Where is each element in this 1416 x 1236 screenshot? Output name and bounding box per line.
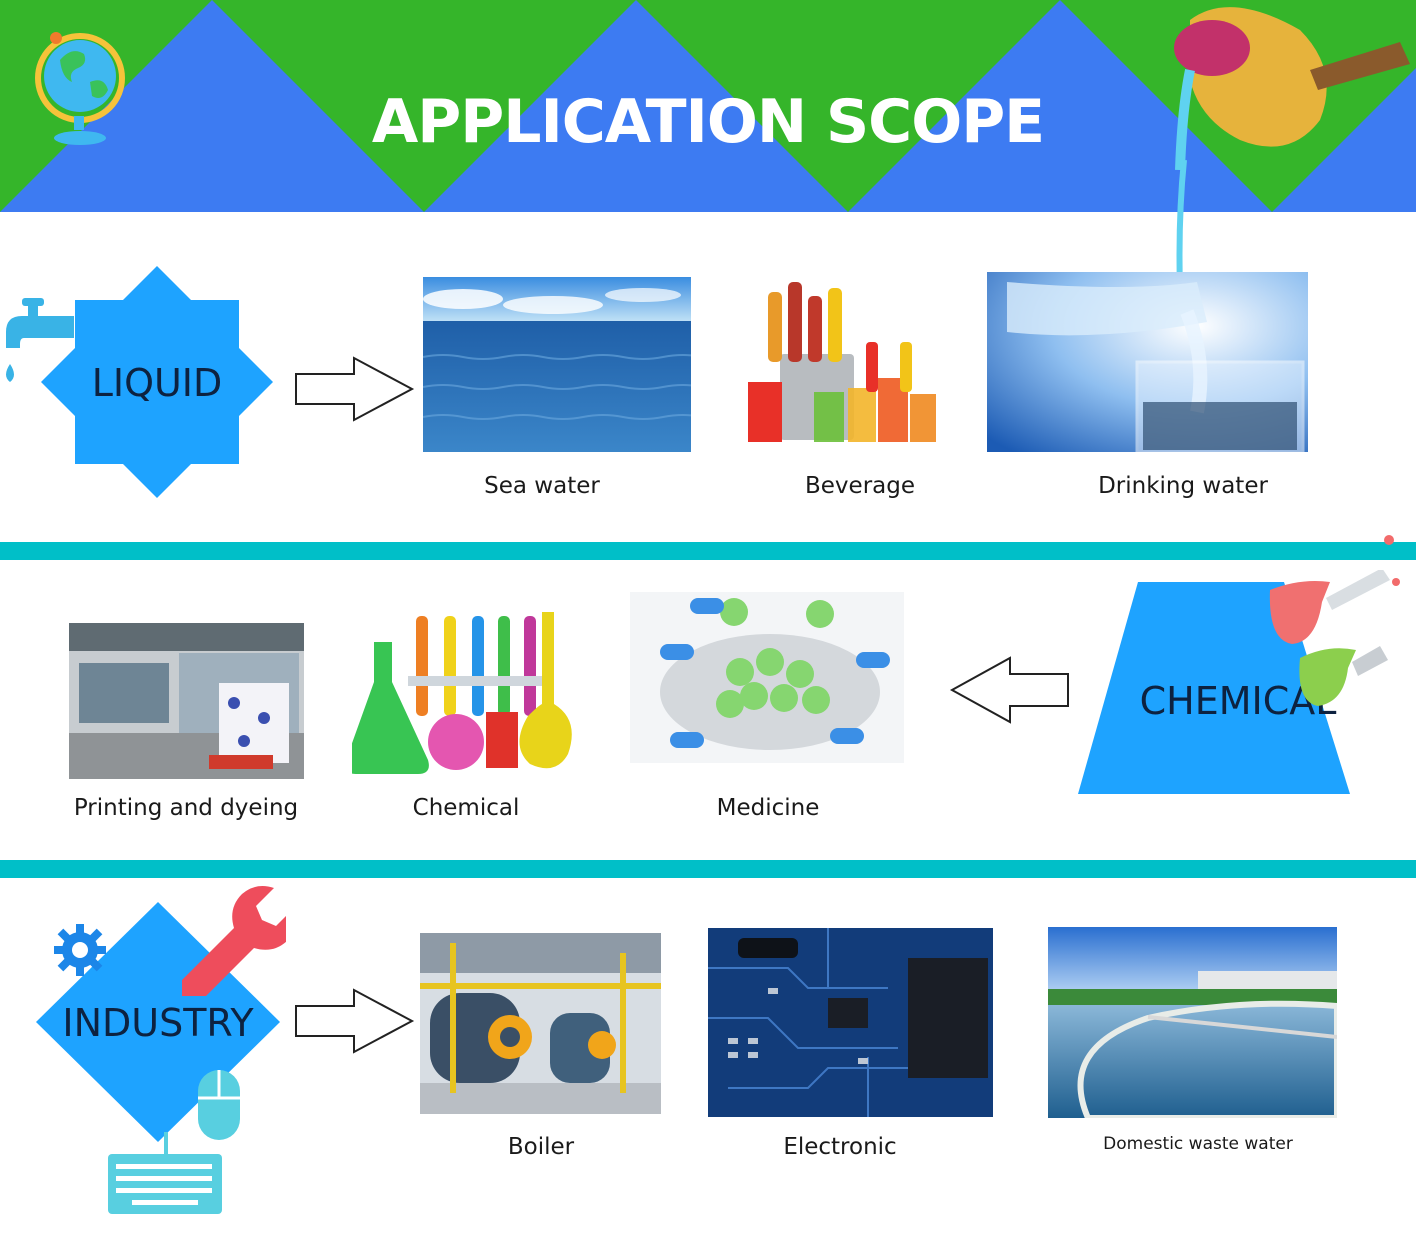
category-liquid: LIQUID xyxy=(0,262,290,502)
dot-decoration xyxy=(1384,535,1394,545)
caption-printing-dyeing: Printing and dyeing xyxy=(73,795,299,821)
sea-water-photo xyxy=(423,277,691,452)
caption-medicine: Medicine xyxy=(716,795,820,821)
pouring-jug-icon xyxy=(1174,7,1410,170)
category-industry: INDUSTRY xyxy=(30,880,290,1220)
category-chemical: CHEMICAL xyxy=(1074,570,1416,800)
chemical-glassware-photo xyxy=(352,602,580,778)
boiler-photo xyxy=(420,933,661,1114)
drinking-water-photo xyxy=(987,272,1308,452)
globe-icon xyxy=(35,32,125,145)
caption-sea-water: Sea water xyxy=(484,473,600,499)
caption-drinking-water: Drinking water xyxy=(1098,473,1268,499)
caption-electronic: Electronic xyxy=(783,1134,897,1160)
caption-boiler: Boiler xyxy=(507,1134,575,1160)
keyboard-icon xyxy=(108,1132,222,1214)
category-label-industry: INDUSTRY xyxy=(62,1001,254,1045)
arrow-right-icon xyxy=(295,988,415,1054)
electronic-photo xyxy=(708,928,993,1117)
caption-domestic-waste-water: Domestic waste water xyxy=(1103,1134,1293,1154)
caption-beverage: Beverage xyxy=(805,473,915,499)
divider-band xyxy=(0,542,1416,560)
gear-icon xyxy=(54,924,106,976)
liquid-star-shape xyxy=(41,266,273,498)
beverage-photo xyxy=(738,282,952,452)
water-stream-icon xyxy=(1176,160,1187,290)
medicine-photo xyxy=(630,592,904,763)
category-label-liquid: LIQUID xyxy=(91,361,223,405)
mouse-icon xyxy=(198,1070,240,1140)
printing-dyeing-photo xyxy=(69,623,304,779)
domestic-waste-water-photo xyxy=(1048,927,1337,1118)
wrench-icon xyxy=(182,886,286,996)
flask-icon xyxy=(1269,570,1400,706)
arrow-right-icon xyxy=(295,356,415,422)
arrow-left-icon xyxy=(949,656,1069,724)
divider-band xyxy=(0,860,1416,878)
page-title: APPLICATION SCOPE xyxy=(371,87,1045,157)
caption-chemical: Chemical xyxy=(412,795,520,821)
header-banner: APPLICATION SCOPE xyxy=(0,0,1416,212)
faucet-icon xyxy=(6,298,74,382)
